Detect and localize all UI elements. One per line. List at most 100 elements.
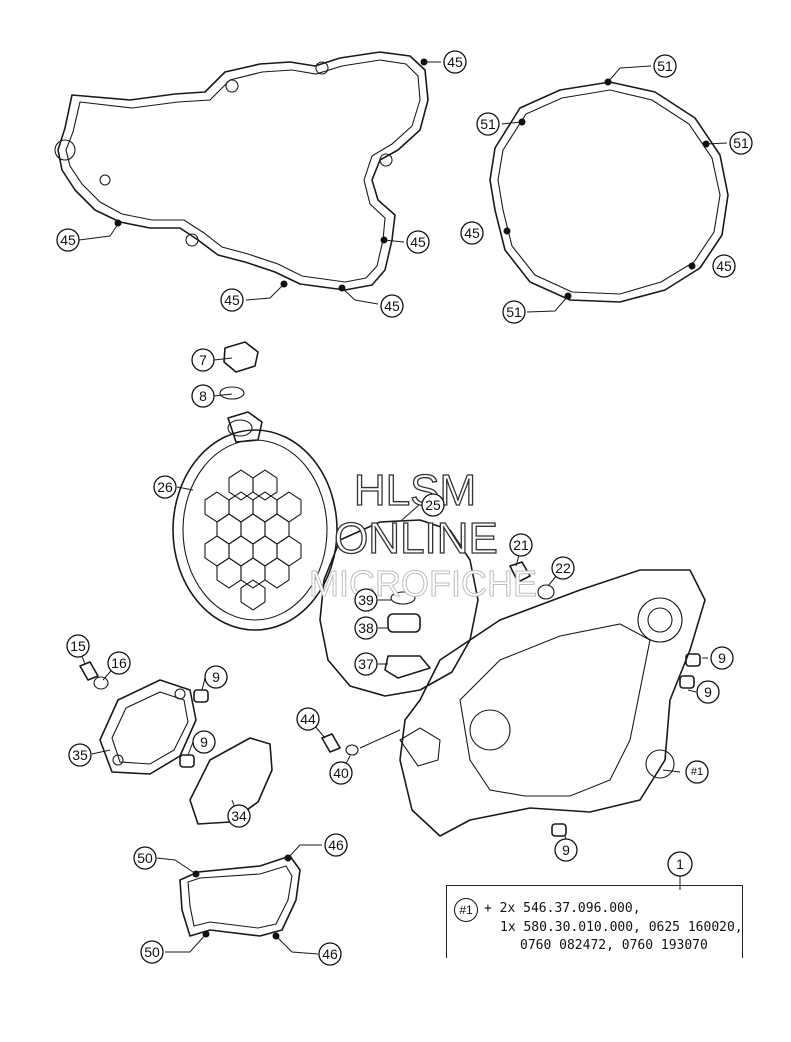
clutch-cover: [172, 411, 338, 631]
callout: 50: [140, 940, 164, 964]
note-line-2: 1x 580.30.010.000, 0625 160020,: [500, 920, 743, 935]
callout-label: 25: [425, 497, 441, 513]
callout: 45: [406, 230, 430, 254]
callout-label: #1: [691, 766, 703, 778]
callout: 45: [443, 50, 467, 74]
callout: 37: [354, 652, 378, 676]
callout: 51: [653, 54, 677, 78]
note-line-3: 0760 082472, 0760 193070: [520, 938, 708, 953]
callout: 45: [220, 288, 244, 312]
callout: 51: [476, 112, 500, 136]
callout: 1: [667, 851, 693, 877]
dowel-sleeves: [179, 653, 701, 837]
callout: 51: [729, 131, 753, 155]
callout-label: 35: [72, 747, 88, 763]
callout: 21: [509, 533, 533, 557]
callout-label: 51: [657, 58, 673, 74]
callout-label: 15: [70, 638, 86, 654]
screw-21-washer-22: [509, 561, 555, 600]
water-pump-gasket: [189, 737, 273, 825]
ignition-cover: [399, 569, 706, 837]
watermark: HLSM ONLINE MICROFICHE: [309, 465, 538, 604]
callouts: 45 45 45 45 45 51 51 51 51 45 45 7 8 26 …: [56, 50, 753, 966]
callout-label: 1: [676, 856, 684, 872]
callout: 9: [554, 838, 578, 862]
callout: 46: [324, 833, 348, 857]
callout-label: 8: [199, 388, 207, 404]
callout: #1: [685, 760, 709, 784]
crankcase-gasket: [54, 51, 429, 291]
water-pump-cover: [99, 679, 197, 775]
water-pump-small-gasket: [179, 855, 301, 937]
callout-label: 21: [513, 537, 529, 553]
callout-label: 16: [111, 655, 127, 671]
callout-label: 9: [562, 842, 570, 858]
callout-label: 39: [358, 592, 374, 608]
callout: 16: [107, 651, 131, 675]
callout: 9: [192, 730, 216, 754]
callout-label: 45: [716, 258, 732, 274]
oil-filler-screw: [219, 341, 259, 400]
callout-label: 22: [555, 560, 571, 576]
callout: 46: [318, 942, 342, 966]
callout: 40: [329, 761, 353, 785]
callout-label: 50: [144, 944, 160, 960]
callout: 51: [502, 300, 526, 324]
watermark-line-2: ONLINE: [334, 514, 498, 563]
attachment-dots: [114, 58, 710, 940]
watermark-line-3: MICROFICHE: [309, 563, 537, 604]
note-badge: #1: [454, 898, 478, 922]
callout-label: 46: [322, 946, 338, 962]
callout: 45: [712, 254, 736, 278]
callout: 9: [696, 680, 720, 704]
callout: 15: [66, 634, 90, 658]
callout: 34: [227, 804, 251, 828]
ignition-cover-gasket: [489, 81, 729, 303]
callout: 45: [56, 228, 80, 252]
callout-label: 9: [704, 684, 712, 700]
callout-label: 44: [300, 711, 316, 727]
callout: 50: [133, 846, 157, 870]
callout-label: 9: [718, 650, 726, 666]
clutch-cover-gasket: [319, 519, 479, 697]
callout-label: 7: [199, 352, 207, 368]
callout: 39: [354, 588, 378, 612]
callout: 9: [204, 665, 228, 689]
screw-15-washer-16: [79, 661, 109, 690]
callout-label: 45: [464, 225, 480, 241]
callout-label: 46: [328, 837, 344, 853]
callout: 44: [296, 707, 320, 731]
callout-label: 45: [60, 232, 76, 248]
callout-label: 51: [506, 304, 522, 320]
callout-label: 26: [157, 479, 173, 495]
note-box: [446, 885, 743, 958]
callout: 26: [153, 475, 177, 499]
small-parts-37-38-39: [384, 591, 431, 679]
callout: 7: [191, 348, 215, 372]
callout-label: 40: [333, 765, 349, 781]
callout: 22: [551, 556, 575, 580]
callout-label: 45: [224, 292, 240, 308]
callout: 38: [354, 616, 378, 640]
callout-label: 51: [733, 135, 749, 151]
screw-44-washer-40: [321, 733, 359, 756]
callout: 35: [68, 743, 92, 767]
callout-label: 38: [358, 620, 374, 636]
callout-label: 51: [480, 116, 496, 132]
callout-label: 50: [137, 850, 153, 866]
watermark-line-1: HLSM: [354, 466, 476, 515]
callout: 8: [191, 384, 215, 408]
callout-label: 45: [410, 234, 426, 250]
callout-label: 45: [447, 54, 463, 70]
callout: 9: [710, 646, 734, 670]
callout-label: 37: [358, 656, 374, 672]
callout-label: 34: [231, 808, 247, 824]
callout: 45: [460, 221, 484, 245]
note-line-1: + 2x 546.37.096.000,: [484, 901, 641, 916]
callout-label: 9: [212, 669, 220, 685]
callout: 45: [380, 294, 404, 318]
callout: 25: [421, 493, 445, 517]
callout-label: 9: [200, 734, 208, 750]
callout-label: 45: [384, 298, 400, 314]
